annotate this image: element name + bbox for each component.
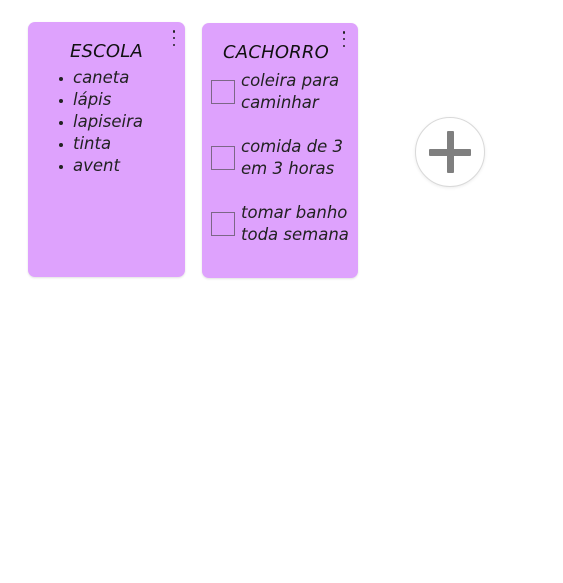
task-text-line: em 3 horas [241, 159, 335, 178]
menu-dot [342, 37, 346, 41]
task-text[interactable]: coleira para caminhar [241, 70, 351, 114]
checklist-item: tomar banho toda semana [211, 202, 351, 246]
menu-dot [172, 36, 176, 40]
task-checkbox[interactable] [211, 212, 235, 236]
checklist-item: comida de 3 em 3 horas [211, 136, 351, 180]
list-item[interactable]: caneta [56, 67, 143, 89]
menu-dot [342, 31, 346, 34]
note-card-escola[interactable]: ESCOLA caneta lápis lapiseira tinta aven… [28, 22, 185, 277]
task-text-line: comida de 3 [241, 137, 344, 156]
menu-dot [172, 30, 176, 33]
task-text-line: toda semana [241, 225, 349, 244]
list-item[interactable]: lápis [56, 89, 143, 111]
note-menu-icon[interactable] [341, 31, 347, 47]
note-card-cachorro[interactable]: CACHORRO coleira para caminhar comida de… [202, 23, 358, 278]
task-text-line: caminhar [241, 93, 319, 112]
task-text-line: coleira para [241, 71, 340, 90]
list-item[interactable]: lapiseira [56, 111, 143, 133]
task-text[interactable]: tomar banho toda semana [241, 202, 351, 246]
task-checkbox[interactable] [211, 80, 235, 104]
menu-dot [342, 44, 346, 47]
list-item[interactable]: avent [56, 155, 143, 177]
task-text-line: tomar banho [241, 203, 348, 222]
note-title[interactable]: ESCOLA [69, 41, 144, 62]
task-checkbox[interactable] [211, 146, 235, 170]
menu-dot [172, 43, 176, 46]
note-title[interactable]: CACHORRO [223, 42, 329, 63]
add-note-button[interactable] [415, 117, 485, 187]
bullet-list: caneta lápis lapiseira tinta avent [56, 67, 143, 177]
task-text[interactable]: comida de 3 em 3 horas [241, 136, 351, 180]
checklist-item: coleira para caminhar [211, 70, 351, 114]
list-item[interactable]: tinta [56, 133, 143, 155]
plus-icon-horizontal [429, 149, 471, 156]
note-menu-icon[interactable] [171, 30, 177, 46]
